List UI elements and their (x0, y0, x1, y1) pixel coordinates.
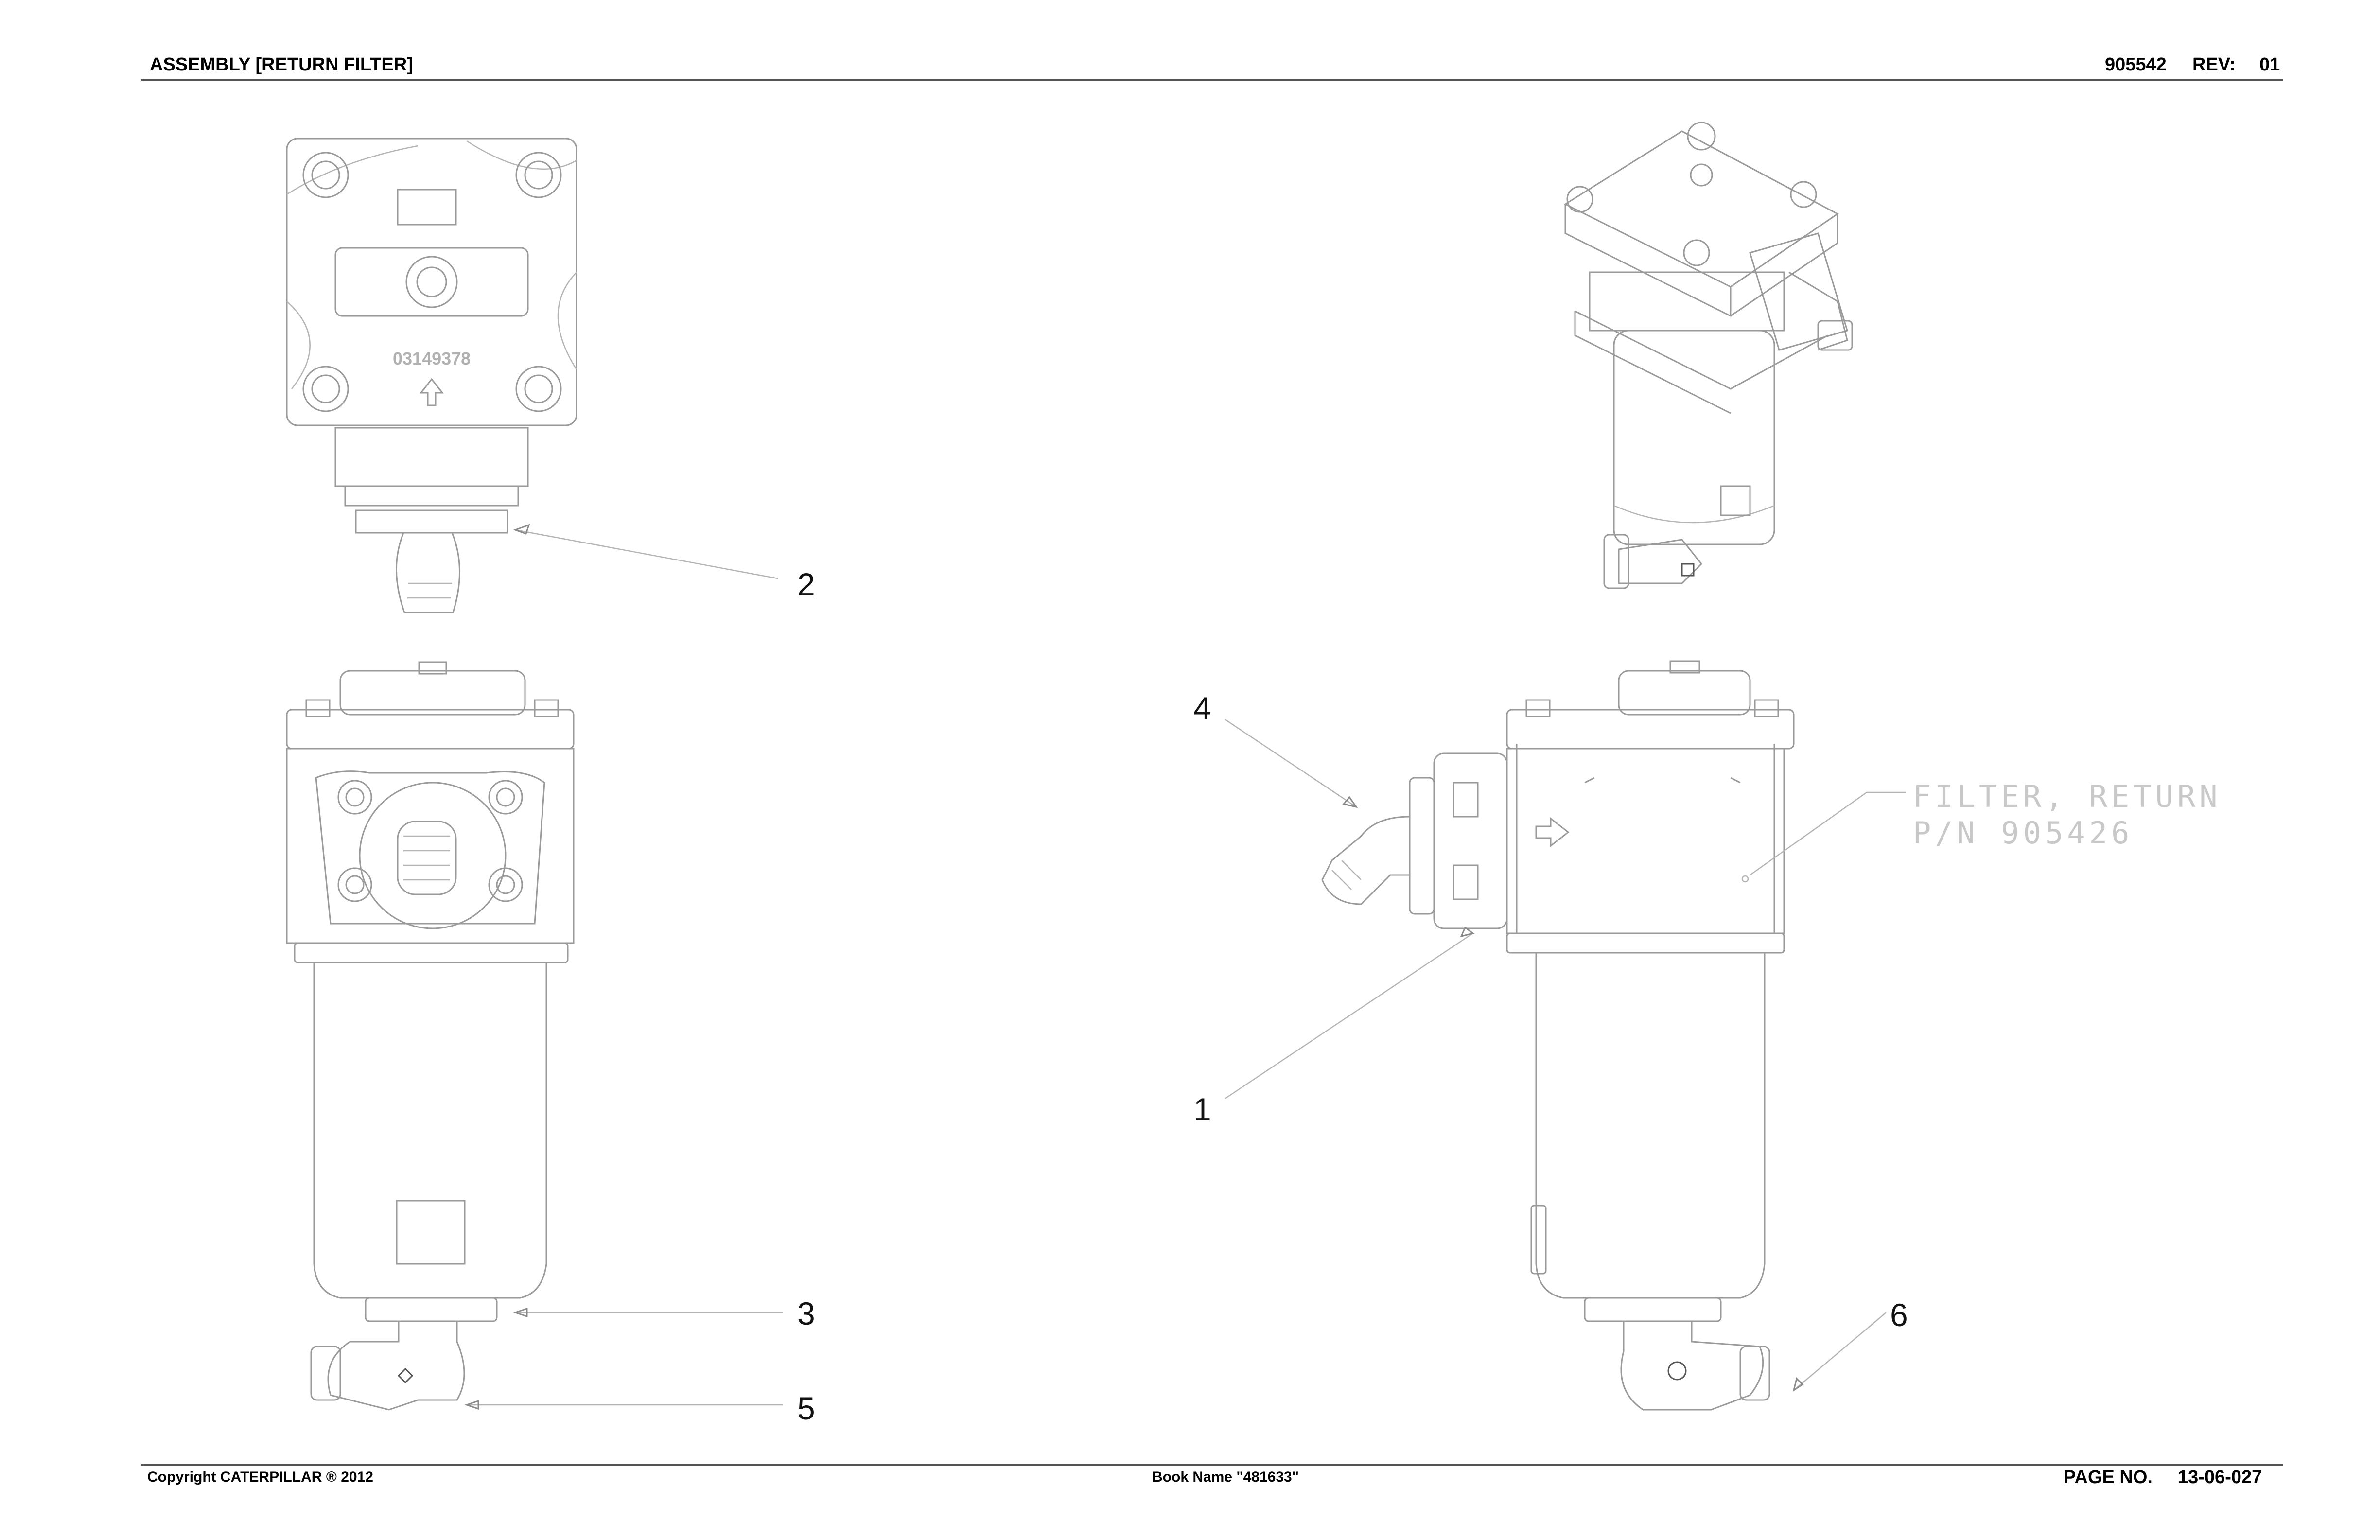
part-number: 905542 (2105, 54, 2167, 75)
footer-rule (141, 1464, 2283, 1466)
filter-top-view: 03149378 (286, 138, 578, 613)
callout-3: 3 (797, 1295, 815, 1331)
header-rule (141, 79, 2283, 81)
drawing-title: ASSEMBLY [RETURN FILTER] (150, 54, 413, 75)
callout-6: 6 (1890, 1297, 1908, 1333)
filter-isometric-view (1563, 122, 1853, 589)
leader-lines (464, 524, 1906, 1410)
page-label: PAGE NO. (2064, 1467, 2152, 1488)
copyright: Copyright CATERPILLAR ® 2012 (147, 1469, 373, 1485)
callout-4: 4 (1193, 690, 1211, 726)
rev-label: REV: (2192, 54, 2236, 75)
filter-side-view (1321, 660, 1795, 1411)
callout-5: 5 (797, 1390, 815, 1426)
filter-note-line2: P/N 905426 (1913, 815, 2133, 851)
filter-note-line1: FILTER, RETURN (1913, 779, 2222, 814)
book-name: Book Name "481633" (1152, 1469, 1299, 1485)
top-view-marking: 03149378 (393, 349, 471, 368)
page-number: 13-06-027 (2178, 1467, 2262, 1488)
callout-2: 2 (797, 566, 815, 602)
callout-1: 1 (1193, 1091, 1211, 1127)
filter-front-view (286, 661, 575, 1411)
rev-value: 01 (2259, 54, 2280, 75)
